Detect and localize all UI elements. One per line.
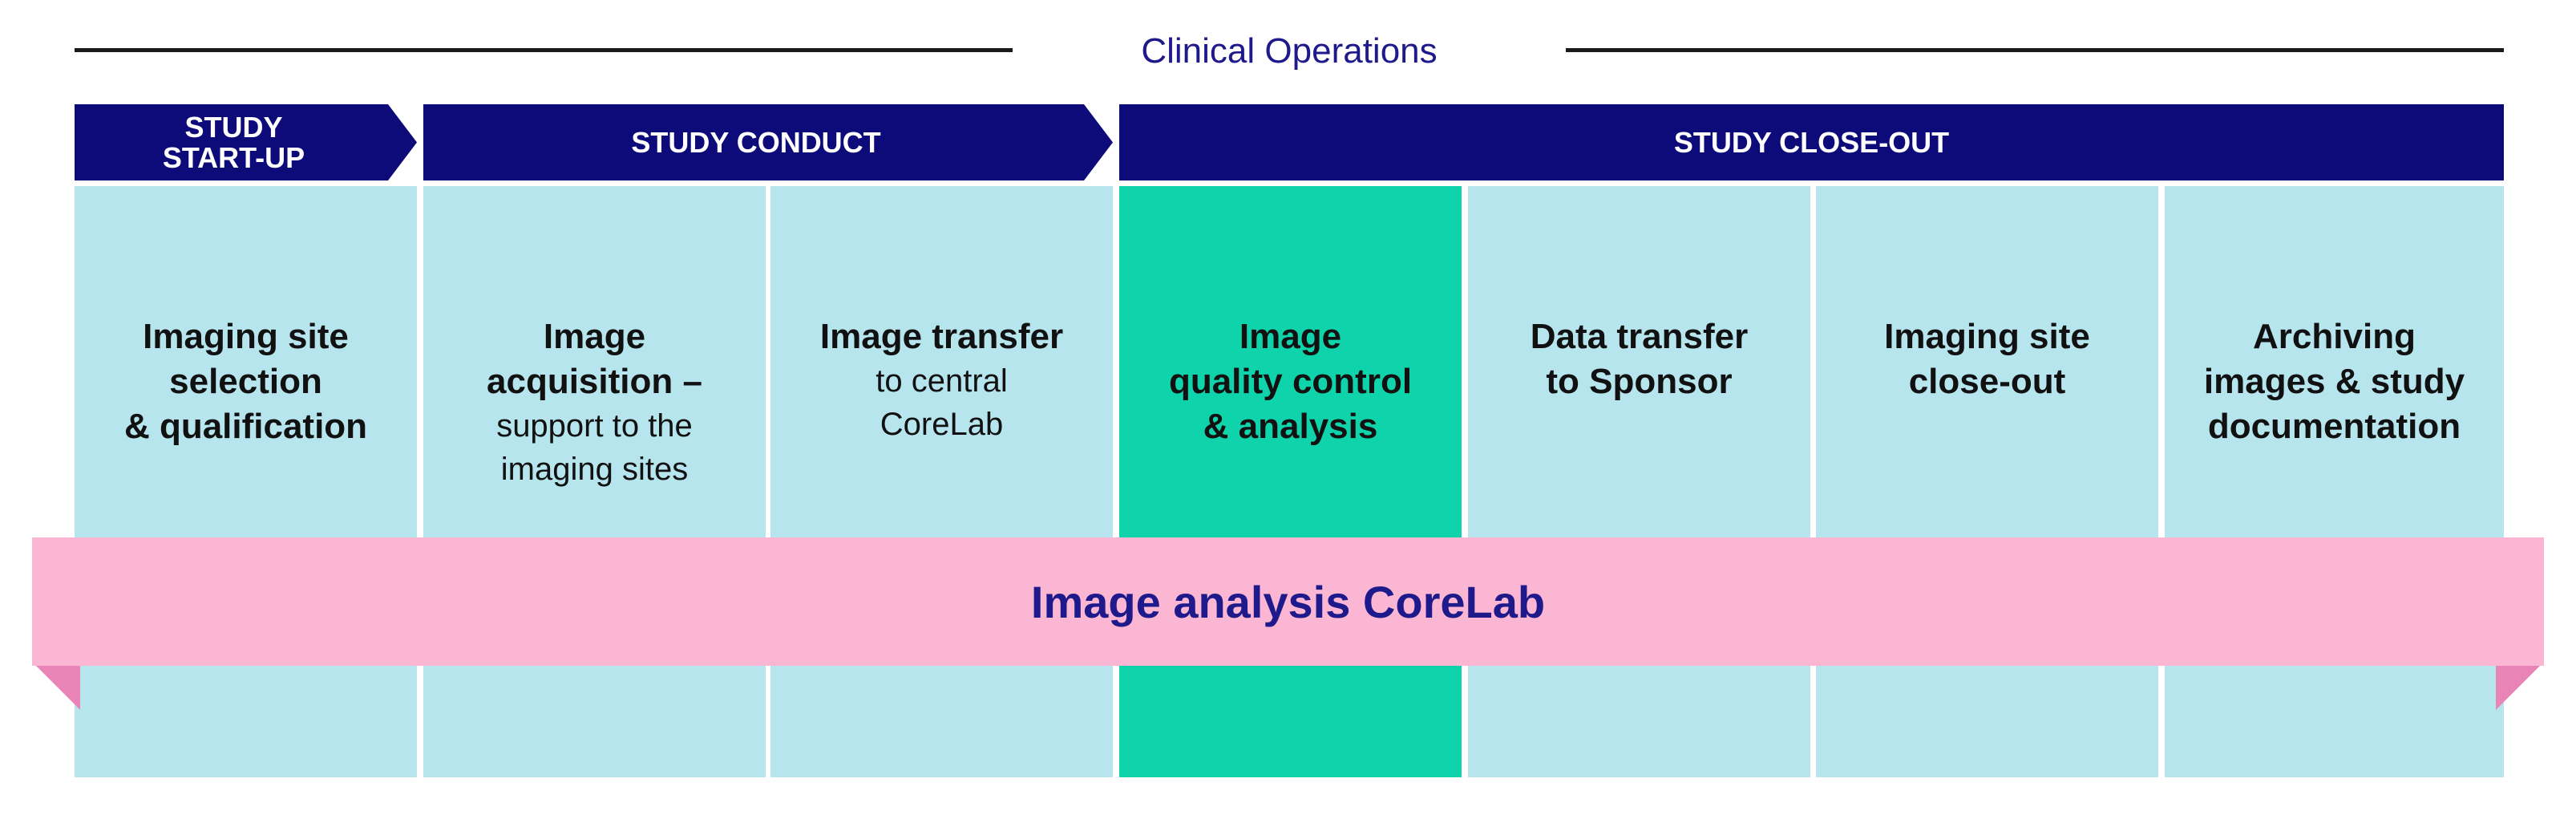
step-title: Data transfer to Sponsor	[1530, 317, 1749, 401]
phase-study-close-out: STUDY CLOSE-OUT	[1119, 104, 2504, 180]
step-site-close-out: Imaging site close-out	[1816, 186, 2158, 777]
band-fold-left	[32, 662, 80, 710]
step-title: Imaging site close-out	[1884, 317, 2090, 401]
phase-label: STUDY CLOSE-OUT	[1673, 125, 1950, 159]
step-detail: to central CoreLab	[876, 363, 1008, 442]
step-title: Image acquisition –	[487, 317, 702, 401]
step-site-selection: Imaging site selection & qualification	[75, 186, 417, 777]
step-archiving: Archiving images & study documentation	[2165, 186, 2504, 777]
step-title: Archiving images & study documentation	[2203, 317, 2465, 446]
corelab-band-label: Image analysis CoreLab	[1030, 576, 1546, 627]
header-rule-right	[1566, 48, 2504, 52]
phase-label: STUDY START-UP	[162, 110, 305, 174]
phase-label: STUDY CONDUCT	[631, 125, 881, 159]
step-image-acquisition: Image acquisition – support to the imagi…	[423, 186, 766, 777]
step-data-transfer: Data transfer to Sponsor	[1468, 186, 1810, 777]
corelab-band: Image analysis CoreLab	[32, 537, 2544, 666]
phase-study-conduct: STUDY CONDUCT	[423, 104, 1113, 180]
step-title: Image transfer	[819, 317, 1064, 356]
step-title: Image quality control & analysis	[1168, 317, 1413, 446]
phase-study-start-up: STUDY START-UP	[75, 104, 417, 180]
step-quality-control: Image quality control & analysis	[1119, 186, 1462, 777]
step-detail: support to the imaging sites	[496, 408, 693, 487]
step-title: Imaging site selection & qualification	[123, 317, 368, 446]
band-fold-right	[2496, 662, 2544, 710]
header-rule-left	[75, 48, 1013, 52]
clinical-operations-label: Clinical Operations	[1141, 31, 1438, 71]
step-image-transfer: Image transfer to central CoreLab	[770, 186, 1113, 777]
